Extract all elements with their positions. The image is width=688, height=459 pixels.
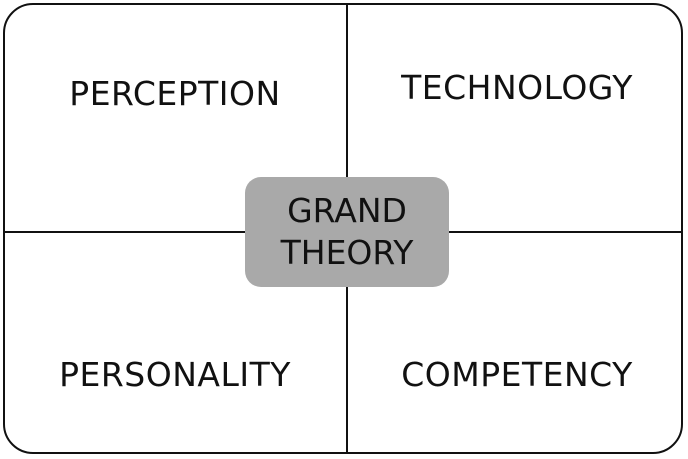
quadrant-label-competency: COMPETENCY xyxy=(401,355,633,394)
quadrant-diagram: PERCEPTION TECHNOLOGY PERSONALITY COMPET… xyxy=(3,3,683,454)
center-box-grand-theory: GRAND THEORY xyxy=(245,177,449,287)
center-label-line1: GRAND xyxy=(287,191,407,230)
quadrant-label-perception: PERCEPTION xyxy=(69,74,281,113)
quadrant-label-technology: TECHNOLOGY xyxy=(401,68,633,107)
quadrant-label-personality: PERSONALITY xyxy=(59,355,291,394)
center-label-line2: THEORY xyxy=(280,233,414,272)
